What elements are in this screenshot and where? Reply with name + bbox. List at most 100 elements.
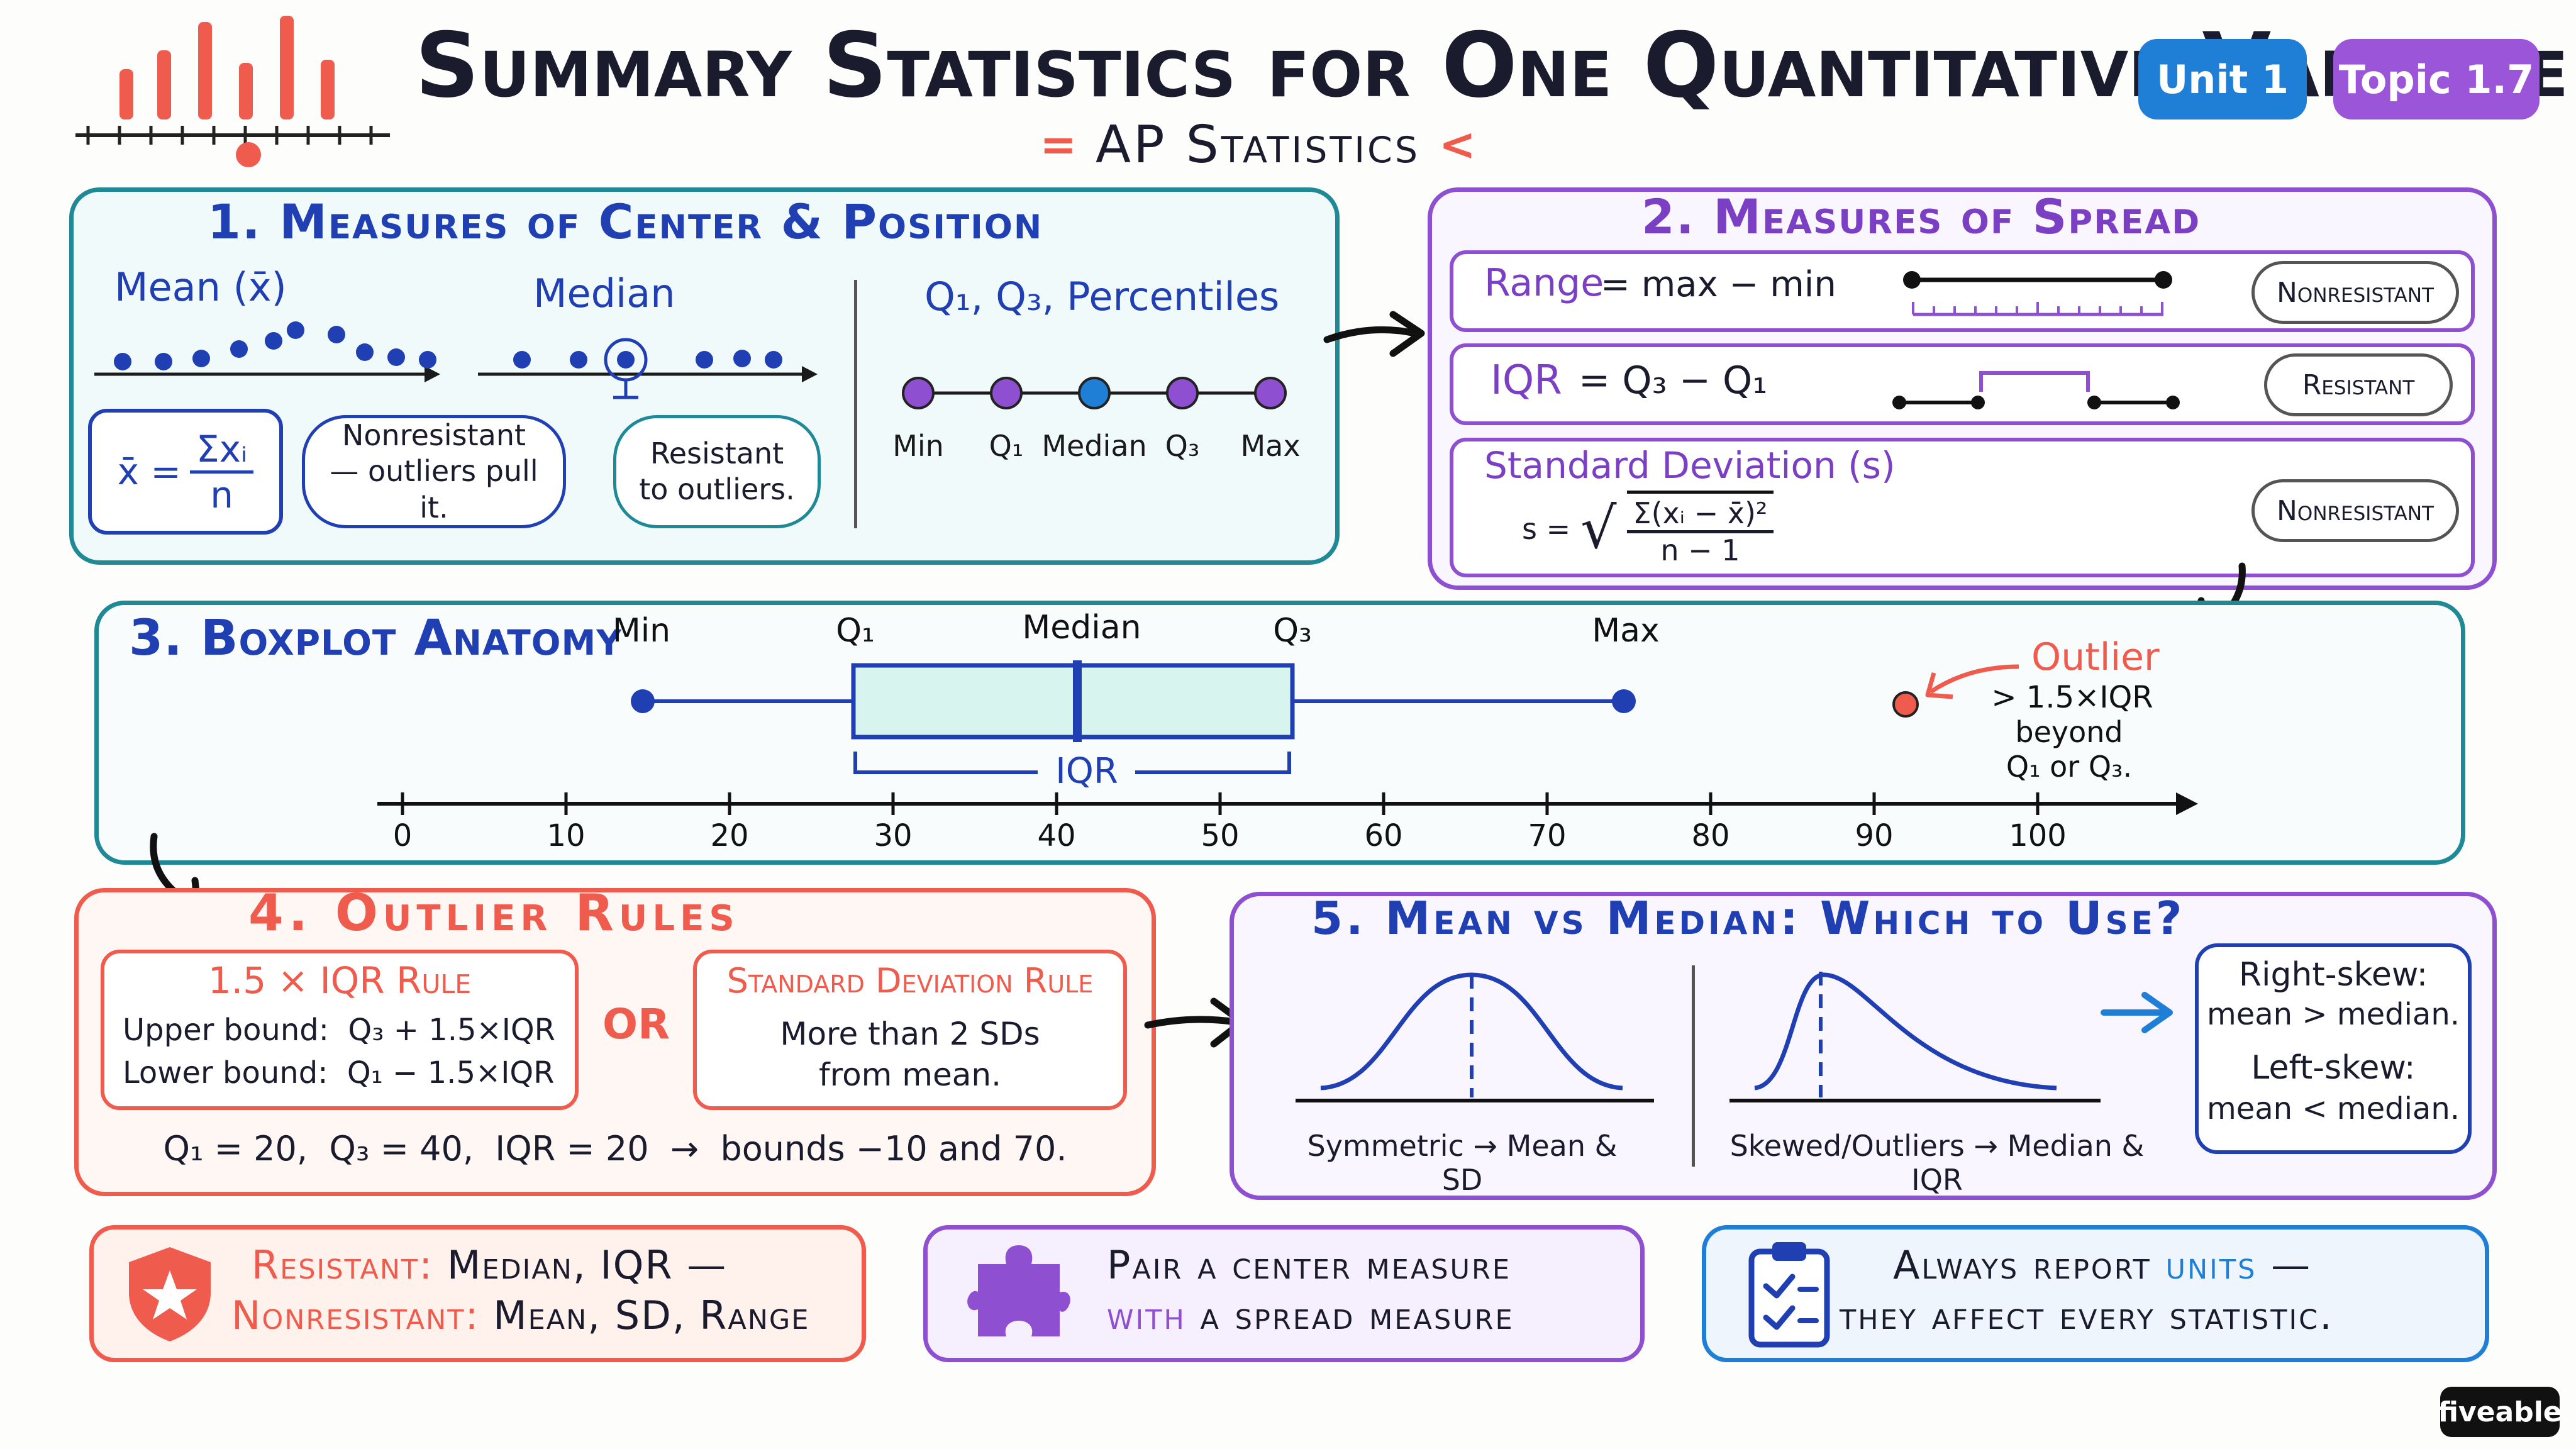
mean-median-panel-title: 5. Mean vs Median: Which to Use? [1311, 892, 2185, 945]
axis-tick-label: 50 [1201, 818, 1239, 853]
position-point-max [1254, 377, 1287, 409]
mean-label: Mean (x̄) [114, 264, 287, 310]
resistance-banner [89, 1225, 866, 1362]
mean-formula-num: Σxᵢ [190, 428, 254, 474]
axis-tick-label: 100 [2009, 818, 2067, 853]
position-tick-label: Max [1240, 429, 1300, 463]
mean-median-divider [1692, 965, 1695, 1167]
axis-tick-label: 20 [710, 818, 748, 853]
or-label: OR [602, 1000, 670, 1048]
lower-bound-text: Lower bound: Q₁ − 1.5×IQR [123, 1055, 555, 1091]
pair-line-1: Pair a center measure [1107, 1242, 1512, 1288]
range-formula: = max − min [1601, 264, 1836, 305]
iqr-bracket-label: IQR [1055, 751, 1118, 792]
topic-badge[interactable]: Topic 1.7 [2333, 39, 2540, 119]
mean-formula-fraction: Σxᵢ n [190, 428, 254, 516]
axis-tick-label: 90 [1855, 818, 1893, 853]
axis-tick-label: 0 [393, 818, 413, 853]
mean-formula-box: x̄ = Σxᵢ n [88, 409, 283, 535]
position-tick-label: Median [1041, 429, 1146, 463]
subtitle-deco-right: < [1439, 119, 1476, 170]
symmetric-curve-icon [1296, 972, 1654, 1102]
sd-formula-lhs: s = [1522, 512, 1571, 546]
pair-with: with [1107, 1292, 1186, 1338]
mean-formula-lhs: x̄ = [117, 450, 181, 493]
boxplot-label-q1: Q₁ [836, 612, 875, 650]
position-tick-label: Q₃ [1165, 429, 1200, 463]
boxplot-label-max: Max [1592, 612, 1660, 650]
resistant-items: Median, IQR — [447, 1242, 728, 1288]
position-point-min [902, 377, 935, 409]
position-numberline: Min Q₁ Median Q₃ Max [892, 377, 1301, 463]
skewed-curve-icon [1729, 972, 2101, 1102]
axis-tick-label: 30 [874, 818, 912, 853]
arrow-right-icon [1323, 311, 1425, 357]
nonresistant-note: Nonresistant — outliers pull it. [302, 415, 566, 528]
mean-formula-den: n [210, 473, 234, 516]
units-line-2: they affect every statistic. [1840, 1292, 2334, 1338]
sd-resistance-badge: Nonresistant [2251, 479, 2459, 542]
axis-tick-label: 10 [547, 818, 585, 853]
range-name: Range [1484, 261, 1604, 305]
iqr-diagram-icon [1892, 371, 2180, 409]
iqr-rule-box [101, 950, 579, 1110]
page-title: Summary Statistics for One Quantitative … [415, 14, 2568, 118]
position-tick-label: Q₁ [989, 429, 1024, 463]
fiveable-logo[interactable]: fiveable [2438, 1387, 2562, 1437]
outlier-label: Outlier [2031, 635, 2160, 679]
units-line-1-a: Always report [1893, 1242, 2151, 1288]
position-point-median [1078, 377, 1111, 409]
pair-line-2-row: with a spread measure [1107, 1292, 1514, 1338]
resistant-label: Resistant: [252, 1242, 434, 1288]
boxplot-label-min: Min [613, 612, 670, 650]
clipboard-check-icon [1748, 1242, 1830, 1348]
resistant-note: Resistant to outliers. [613, 415, 821, 528]
boxplot-label-median: Median [1022, 609, 1141, 647]
sd-rule-text-2: from mean. [819, 1057, 1001, 1093]
range-resistance-badge: Nonresistant [2251, 261, 2459, 324]
header-logo-icon [75, 16, 390, 167]
units-line-1-c: — [2271, 1242, 2312, 1288]
position-label: Q₁, Q₃, Percentiles [924, 274, 1280, 319]
boxplot-panel-title: 3. Boxplot Anatomy [129, 610, 623, 667]
shield-icon [129, 1247, 211, 1341]
position-point-q3 [1166, 377, 1199, 409]
center-panel-title: 1. Measures of Center & Position [208, 194, 1043, 250]
sd-rule-text-1: More than 2 SDs [780, 1016, 1040, 1052]
iqr-resistance-badge: Resistant [2264, 353, 2453, 416]
left-skew-2: mean < median. [2206, 1091, 2460, 1126]
outlier-arrow-icon [1929, 664, 2019, 694]
sd-formula: s = √ Σ(xᵢ − x̄)² n − 1 [1522, 491, 1774, 567]
outlier-note-1: > 1.5×IQR [1991, 680, 2153, 715]
sd-formula-num: Σ(xᵢ − x̄)² [1626, 496, 1774, 533]
units-banner [1702, 1225, 2489, 1362]
boxplot-min-point [631, 689, 655, 713]
sd-rule-box [693, 950, 1127, 1110]
skewed-caption: Skewed/Outliers → Median & IQR [1729, 1129, 2145, 1197]
upper-bound-text: Upper bound: Q₃ + 1.5×IQR [123, 1013, 556, 1048]
boxplot-max-point [1612, 689, 1636, 713]
iqr-bracket [853, 752, 1291, 774]
boxplot-diagram: Min Q₁ Median Q₃ Max IQR Outlier > 1.5×I… [377, 609, 2198, 853]
outlier-note-2: beyond [2015, 715, 2123, 749]
axis-tick-label: 60 [1364, 818, 1402, 853]
nonresistant-line: Nonresistant: Mean, SD, Range [231, 1292, 809, 1338]
axis-tick-label: 40 [1037, 818, 1075, 853]
sd-formula-fraction: Σ(xᵢ − x̄)² n − 1 [1626, 491, 1774, 567]
sd-formula-den: n − 1 [1660, 533, 1740, 567]
sd-name: Standard Deviation (s) [1484, 444, 1896, 487]
range-ruler-icon [1903, 271, 2172, 316]
symmetric-caption: Symmetric → Mean & SD [1307, 1129, 1618, 1197]
boxplot-label-q3: Q₃ [1273, 612, 1312, 650]
page-subtitle: AP Statistics [1095, 114, 1421, 175]
iqr-rule-title: 1.5 × IQR Rule [208, 959, 472, 1002]
axis-tick-label: 70 [1528, 818, 1566, 853]
arrow-right-blue-icon [2101, 992, 2173, 1033]
position-point-q1 [990, 377, 1023, 409]
nonresistant-items: Mean, SD, Range [493, 1292, 810, 1338]
units-line-1-b: units [2165, 1242, 2257, 1288]
subtitle-deco-left: = [1040, 119, 1077, 170]
median-label: Median [533, 270, 675, 316]
outlier-panel-title: 4. Outlier Rules [248, 884, 740, 942]
unit-badge[interactable]: Unit 1 [2138, 39, 2307, 119]
